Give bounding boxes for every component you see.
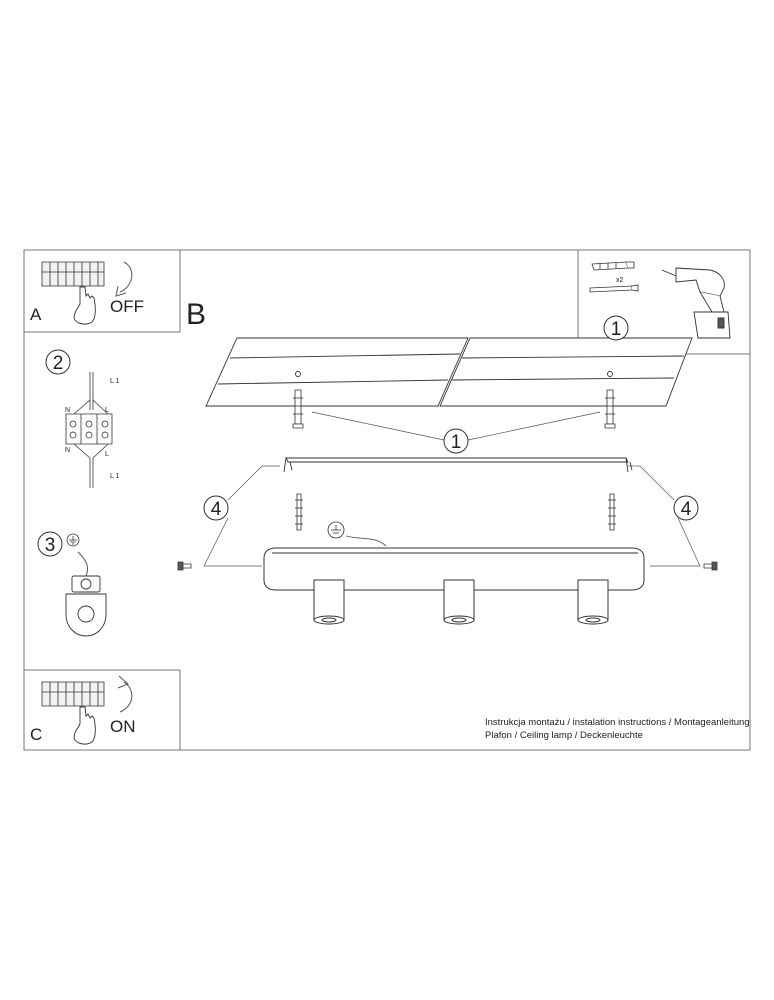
off-label: OFF: [110, 297, 144, 316]
wire-label-l1-bottom: L 1: [110, 473, 120, 480]
curved-arrow-head-on: [118, 676, 128, 688]
wire-label-l-bottom: L: [105, 451, 109, 458]
footer-line-1: Instrukcja montażu / instalation instruc…: [485, 717, 750, 728]
screw-icon: [608, 494, 616, 530]
earth-wire: [78, 552, 88, 576]
step-2-number: 2: [53, 353, 64, 374]
ceiling-panels: [206, 338, 692, 406]
panel-b: B: [178, 298, 717, 624]
footer: Instrukcja montażu / instalation instruc…: [485, 717, 750, 741]
panel-a-letter: A: [30, 305, 42, 324]
terminal-block-icon: [42, 262, 104, 286]
earth-terminal-icon: [66, 576, 106, 636]
wiring-terminal-icon: [66, 372, 112, 488]
drill-icon: [662, 268, 730, 338]
ground-symbol-icon: [328, 522, 344, 538]
curved-arrow-head-off: [116, 286, 126, 296]
mount-callout: 1: [312, 412, 600, 453]
tools-panel: x2 1: [590, 262, 730, 340]
on-label: ON: [110, 717, 136, 736]
wire-label-n-bottom: N: [65, 447, 70, 454]
panel-a: OFF A: [30, 262, 144, 324]
wall-anchor-icon: [293, 390, 303, 428]
ceiling-lamp-icon: [264, 548, 644, 624]
mounting-bracket: [284, 458, 632, 472]
wiring-step: 2 L 1 N L N L L 1: [46, 350, 120, 488]
screw-icon: [178, 562, 191, 570]
step-1-circle: [604, 316, 628, 340]
wall-anchor-icon: [592, 262, 634, 270]
hand-icon: [74, 287, 95, 324]
ground-wire: [346, 536, 386, 546]
curved-arrow-icon: [120, 262, 132, 292]
step-1-number-tools: 1: [611, 319, 622, 340]
panel-c: ON C: [30, 676, 136, 744]
screw-icon: [295, 494, 303, 530]
step-3-number: 3: [45, 535, 56, 556]
ground-symbol-icon: [67, 534, 79, 546]
frame: [24, 250, 750, 750]
screw-icon: [590, 285, 638, 292]
screw-callout-right: 4: [628, 466, 700, 566]
step-1-number-mount: 1: [451, 432, 462, 453]
screw-icon: [704, 562, 717, 570]
footer-line-2: Plafon / Ceiling lamp / Deckenleuchte: [485, 730, 643, 741]
step-4-number-left: 4: [211, 499, 222, 520]
anchor-quantity: x2: [616, 277, 624, 284]
wire-label-l1-top: L 1: [110, 378, 120, 385]
wire-label-n-top: N: [65, 407, 70, 414]
panel-b-letter: B: [186, 298, 206, 331]
step-4-number-right: 4: [681, 499, 692, 520]
screw-callout-left: 4: [204, 466, 280, 566]
wire-label-l-top: L: [105, 407, 109, 414]
terminal-block-icon: [42, 682, 104, 706]
wall-anchor-icon: [605, 390, 615, 428]
hand-icon: [74, 707, 95, 744]
earth-step: 3: [38, 532, 106, 636]
panel-c-letter: C: [30, 725, 42, 744]
